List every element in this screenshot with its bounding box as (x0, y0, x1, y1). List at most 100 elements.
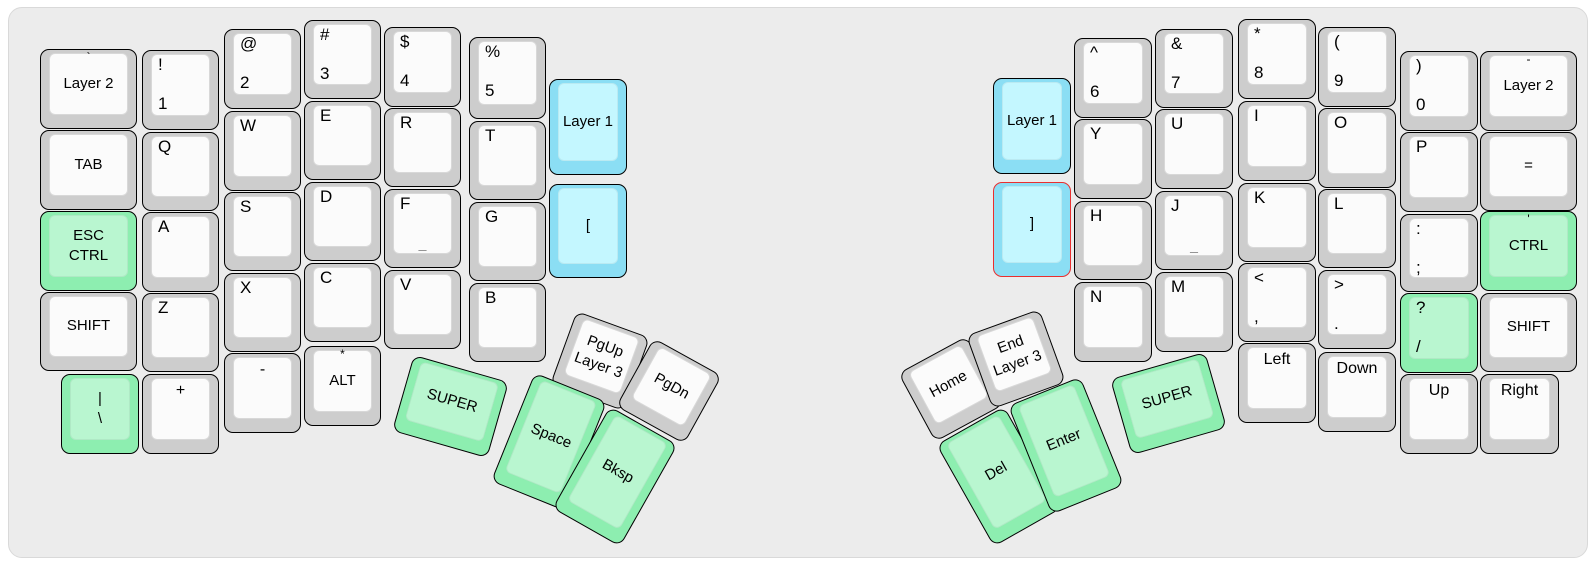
key-h[interactable]: H (1074, 201, 1152, 280)
key-exclam-1[interactable]: !1 (142, 50, 219, 130)
key-c[interactable]: C (304, 263, 381, 342)
keycap-top (1083, 286, 1143, 348)
key-label-group: = (1481, 133, 1576, 199)
key-b[interactable]: B (469, 283, 546, 362)
key-right-bracket[interactable]: ] (993, 182, 1071, 277)
key-greater-period[interactable]: >. (1318, 270, 1396, 349)
key-label: U (1171, 114, 1184, 133)
key-tab[interactable]: TAB (40, 130, 137, 210)
key-percent-5[interactable]: %5 (469, 37, 546, 119)
key-amp-7[interactable]: &7 (1155, 29, 1233, 108)
key-paren-0[interactable]: )0 (1400, 51, 1478, 131)
key-t[interactable]: T (469, 121, 546, 200)
key-v[interactable]: V (384, 270, 461, 349)
key-arrow-up[interactable]: Up (1400, 374, 1478, 454)
key-n[interactable]: N (1074, 282, 1152, 362)
key-k[interactable]: K (1238, 183, 1316, 262)
key-label: 9 (1334, 71, 1344, 90)
key-label: = (1524, 157, 1533, 175)
key-pipe-backslash[interactable]: |\ (61, 374, 139, 454)
key-w[interactable]: W (224, 111, 301, 191)
key-label: R (400, 113, 413, 132)
key-dollar-4[interactable]: $4 (384, 27, 461, 107)
key-i[interactable]: I (1238, 101, 1316, 181)
keycap-top (393, 193, 452, 254)
key-label: I (1254, 106, 1259, 125)
keycap-top (393, 274, 452, 335)
key-quote-ctrl[interactable]: 'CTRL (1480, 211, 1577, 291)
keycap-top (1083, 205, 1143, 266)
key-super-left[interactable]: SUPER (391, 354, 509, 458)
key-label: _ (418, 235, 427, 251)
keycap-top (1164, 195, 1224, 256)
key-equals[interactable]: = (1480, 132, 1577, 211)
key-shift-right[interactable]: SHIFT (1480, 293, 1577, 372)
key-label: H (1090, 206, 1103, 225)
key-arrow-down[interactable]: Down (1318, 352, 1396, 432)
key-label-group: ALT (305, 347, 380, 414)
key-arrow-right[interactable]: Right (1480, 374, 1559, 454)
key-label: V (400, 275, 412, 294)
key-label: SUPER (424, 385, 479, 416)
key-asterisk-8[interactable]: *8 (1238, 19, 1316, 99)
key-j[interactable]: J_ (1155, 191, 1233, 270)
keycap-top (151, 378, 210, 440)
key-layer1-left[interactable]: Layer 1 (549, 79, 627, 175)
key-label: ] (1029, 215, 1035, 233)
keycap-top (49, 134, 128, 196)
key-left-bracket[interactable]: [ (549, 184, 627, 278)
key-e[interactable]: E (304, 101, 381, 180)
key-r[interactable]: R (384, 108, 461, 187)
key-label-group: SUPER (1111, 353, 1222, 443)
key-shift-left[interactable]: SHIFT (40, 292, 137, 371)
key-q[interactable]: Q (142, 132, 219, 211)
key-m[interactable]: M (1155, 272, 1233, 352)
key-super-right[interactable]: SUPER (1109, 351, 1227, 455)
key-g[interactable]: G (469, 202, 546, 281)
key-minus[interactable]: - (224, 353, 301, 433)
key-caret-6[interactable]: ^6 (1074, 38, 1152, 118)
key-a[interactable]: A (142, 212, 219, 292)
key-asterisk-alt[interactable]: *ALT (304, 346, 381, 426)
key-s[interactable]: S (224, 192, 301, 271)
key-plus[interactable]: + (142, 374, 219, 454)
key-label: . (1334, 314, 1339, 333)
key-question-slash[interactable]: ?/ (1400, 293, 1478, 373)
key-y[interactable]: Y (1074, 119, 1152, 199)
key-minus-layer2[interactable]: -Layer 2 (1480, 51, 1577, 131)
key-hash-3[interactable]: #3 (304, 20, 381, 99)
key-label: ? (1416, 298, 1426, 317)
key-label-group: TAB (41, 131, 136, 198)
key-colon-semicolon[interactable]: :; (1400, 214, 1478, 292)
key-x[interactable]: X (224, 273, 301, 352)
key-label: C (320, 268, 333, 287)
key-at-2[interactable]: @2 (224, 29, 301, 109)
key-arrow-left[interactable]: Left (1238, 343, 1316, 423)
key-l[interactable]: L (1318, 189, 1396, 268)
key-layer2-left[interactable]: `Layer 2 (40, 49, 137, 129)
keycap-top (233, 33, 292, 95)
key-label: & (1171, 34, 1183, 53)
key-label: Layer 2 (63, 74, 114, 92)
key-f[interactable]: F_ (384, 189, 461, 268)
key-less-comma[interactable]: <, (1238, 263, 1316, 342)
key-label: 0 (1416, 95, 1426, 114)
key-label: _ (1190, 237, 1198, 253)
keycap-top (1409, 297, 1469, 359)
keycap-top (478, 206, 537, 267)
key-label: Right (1500, 382, 1539, 399)
key-paren-9[interactable]: (9 (1318, 27, 1396, 107)
key-label: D (320, 187, 333, 206)
key-label: K (1254, 188, 1266, 207)
keycap-top (478, 125, 537, 186)
key-z[interactable]: Z (142, 293, 219, 372)
key-layer1-right[interactable]: Layer 1 (993, 78, 1071, 174)
key-label-group: Layer 1 (994, 79, 1070, 162)
keycap-top (49, 215, 128, 277)
key-p[interactable]: P (1400, 132, 1478, 212)
key-o[interactable]: O (1318, 108, 1396, 188)
key-d[interactable]: D (304, 182, 381, 261)
key-u[interactable]: U (1155, 109, 1233, 189)
